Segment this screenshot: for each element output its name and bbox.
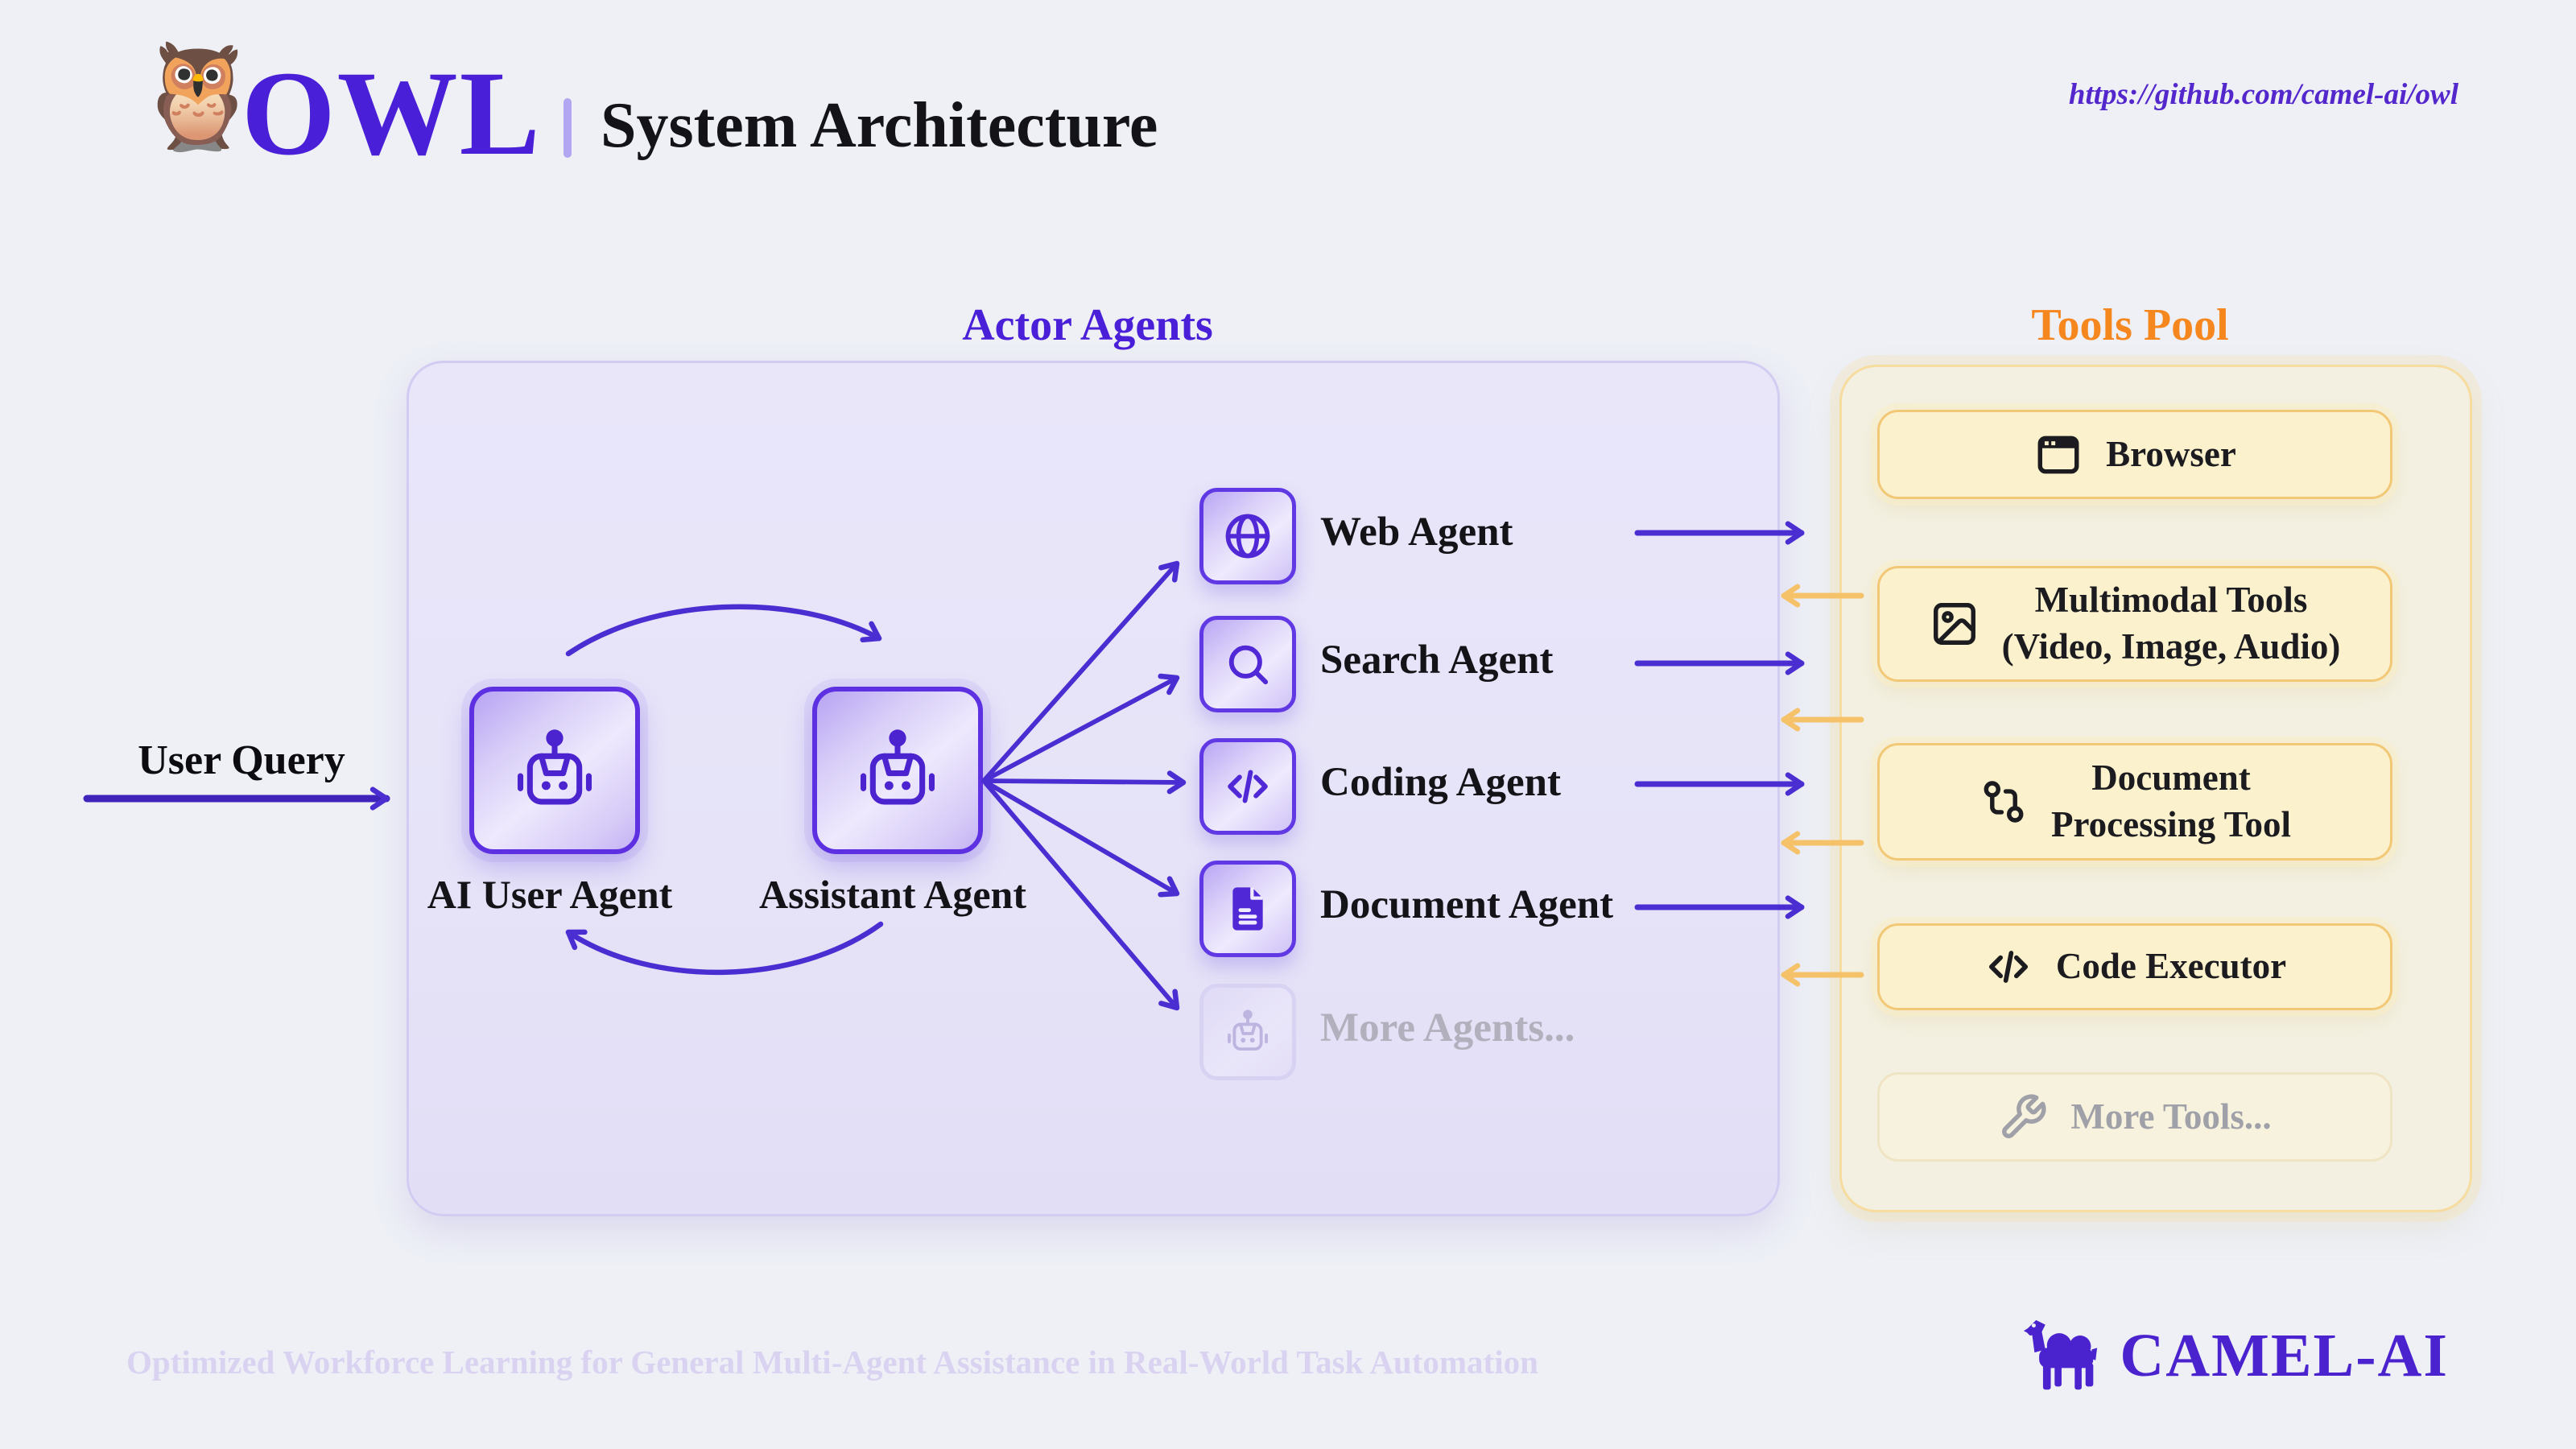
tool-more-tools: More Tools... xyxy=(1877,1072,2392,1162)
camel-ai-logo: CAMEL-AI xyxy=(2013,1317,2449,1394)
robot-icon xyxy=(850,723,945,818)
ai-user-agent-node xyxy=(469,687,640,854)
camel-ai-wordmark: CAMEL-AI xyxy=(2120,1321,2449,1389)
web-agent-node xyxy=(1199,488,1296,584)
assistant-agent-node xyxy=(812,687,983,854)
file-text-icon xyxy=(1222,883,1274,935)
globe-icon xyxy=(1222,510,1274,562)
search-agent-label: Search Agent xyxy=(1320,638,1554,683)
tool-document-processing: Document Processing Tool xyxy=(1877,743,2392,861)
page-title: System Architecture xyxy=(601,90,1158,161)
tool-label: Browser xyxy=(2106,433,2236,474)
tools-pool-title: Tools Pool xyxy=(2031,300,2229,350)
coding-agent-label: Coding Agent xyxy=(1320,760,1561,805)
document-agent-label: Document Agent xyxy=(1320,882,1614,927)
robot-icon xyxy=(507,723,602,818)
actor-agents-title: Actor Agents xyxy=(962,300,1213,350)
git-compare-icon xyxy=(1979,777,2029,827)
code-icon xyxy=(1984,942,2033,992)
tool-label-line2: Processing Tool xyxy=(2051,804,2291,844)
browser-window-icon xyxy=(2033,430,2083,480)
robot-icon xyxy=(1228,1008,1268,1051)
camel-icon xyxy=(2024,1319,2098,1390)
tool-code-executor: Code Executor xyxy=(1877,923,2392,1010)
footer-tagline: Optimized Workforce Learning for General… xyxy=(126,1344,1538,1381)
more-agents-label: More Agents... xyxy=(1320,1005,1575,1051)
code-icon xyxy=(1222,761,1274,812)
owl-logo-icon: 🦉 xyxy=(134,45,262,148)
web-agent-label: Web Agent xyxy=(1320,510,1513,555)
tool-label: Code Executor xyxy=(2055,946,2287,987)
user-query-label: User Query xyxy=(138,737,345,783)
tool-multimodal: Multimodal Tools (Video, Image, Audio) xyxy=(1877,566,2392,682)
repo-link[interactable]: https://github.com/camel-ai/owl xyxy=(2068,78,2458,111)
assistant-agent-label: Assistant Agent xyxy=(759,872,1026,917)
owl-emoji: 🦉 xyxy=(134,36,262,156)
search-agent-node xyxy=(1199,616,1296,712)
ai-user-agent-label: AI User Agent xyxy=(427,872,673,917)
tool-label: Document Processing Tool xyxy=(2051,755,2291,848)
tool-label-line1: Document xyxy=(2091,758,2251,799)
tool-label-line2: (Video, Image, Audio) xyxy=(2001,626,2341,667)
image-icon xyxy=(1930,599,1979,649)
wrench-icon xyxy=(1998,1092,2048,1142)
tool-label-line1: Multimodal Tools xyxy=(2034,580,2308,621)
coding-agent-node xyxy=(1199,738,1296,835)
search-icon xyxy=(1222,638,1274,690)
brand-title: OWL xyxy=(242,47,542,180)
document-agent-node xyxy=(1199,861,1296,957)
more-agents-node xyxy=(1199,984,1296,1080)
tool-label: More Tools... xyxy=(2070,1096,2272,1137)
tool-label: Multimodal Tools (Video, Image, Audio) xyxy=(2002,577,2341,670)
header-separator xyxy=(564,98,572,158)
tool-browser: Browser xyxy=(1877,410,2392,499)
